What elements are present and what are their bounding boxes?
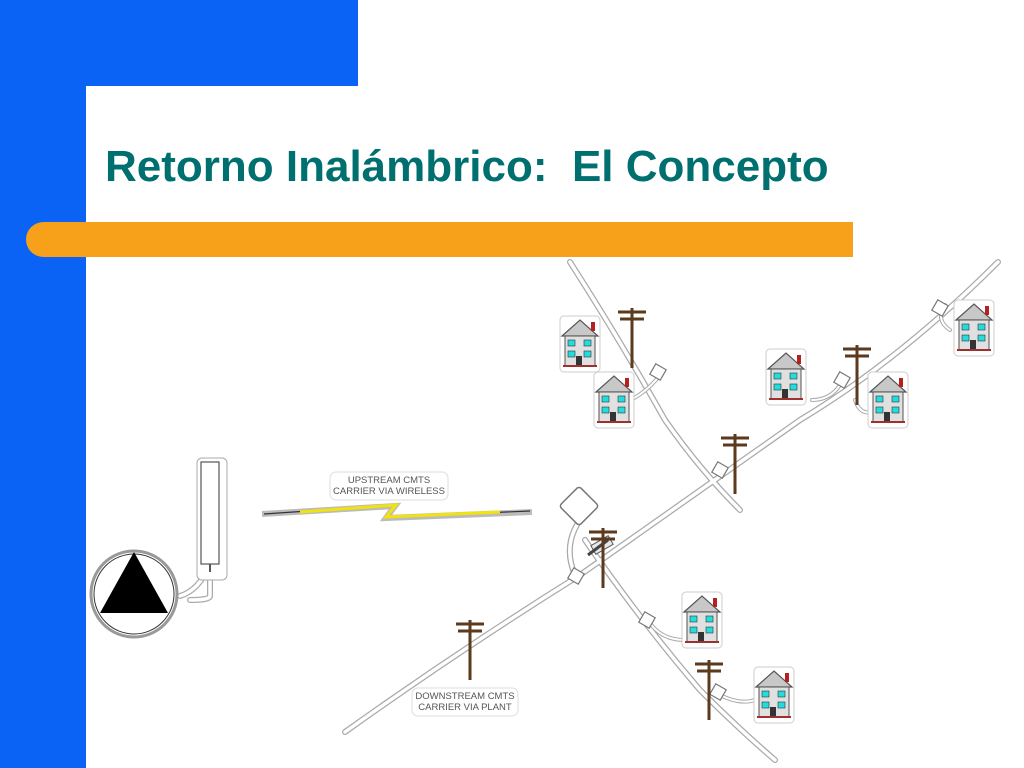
house-icon	[559, 299, 995, 724]
upstream-label-line2: CARRIER VIA WIRELESS	[333, 486, 445, 497]
downstream-label: DOWNSTREAM CMTS CARRIER VIA PLANT	[411, 687, 519, 717]
slide-title: Retorno Inalámbrico: El Concepto	[105, 142, 829, 191]
downstream-label-line1: DOWNSTREAM CMTS	[415, 691, 514, 702]
antenna-tower-icon	[196, 457, 228, 581]
top-blue-block	[0, 0, 358, 86]
downstream-label-line2: CARRIER VIA PLANT	[418, 702, 512, 713]
white-corner	[86, 86, 166, 166]
lightning-bolt-icon	[261, 502, 533, 522]
headend-triangle-icon	[89, 549, 179, 639]
left-blue-bar	[0, 0, 86, 768]
upstream-label: UPSTREAM CMTS CARRIER VIA WIRELESS	[329, 471, 449, 501]
upstream-label-line1: UPSTREAM CMTS	[348, 475, 430, 486]
orange-divider-bar	[26, 222, 853, 257]
